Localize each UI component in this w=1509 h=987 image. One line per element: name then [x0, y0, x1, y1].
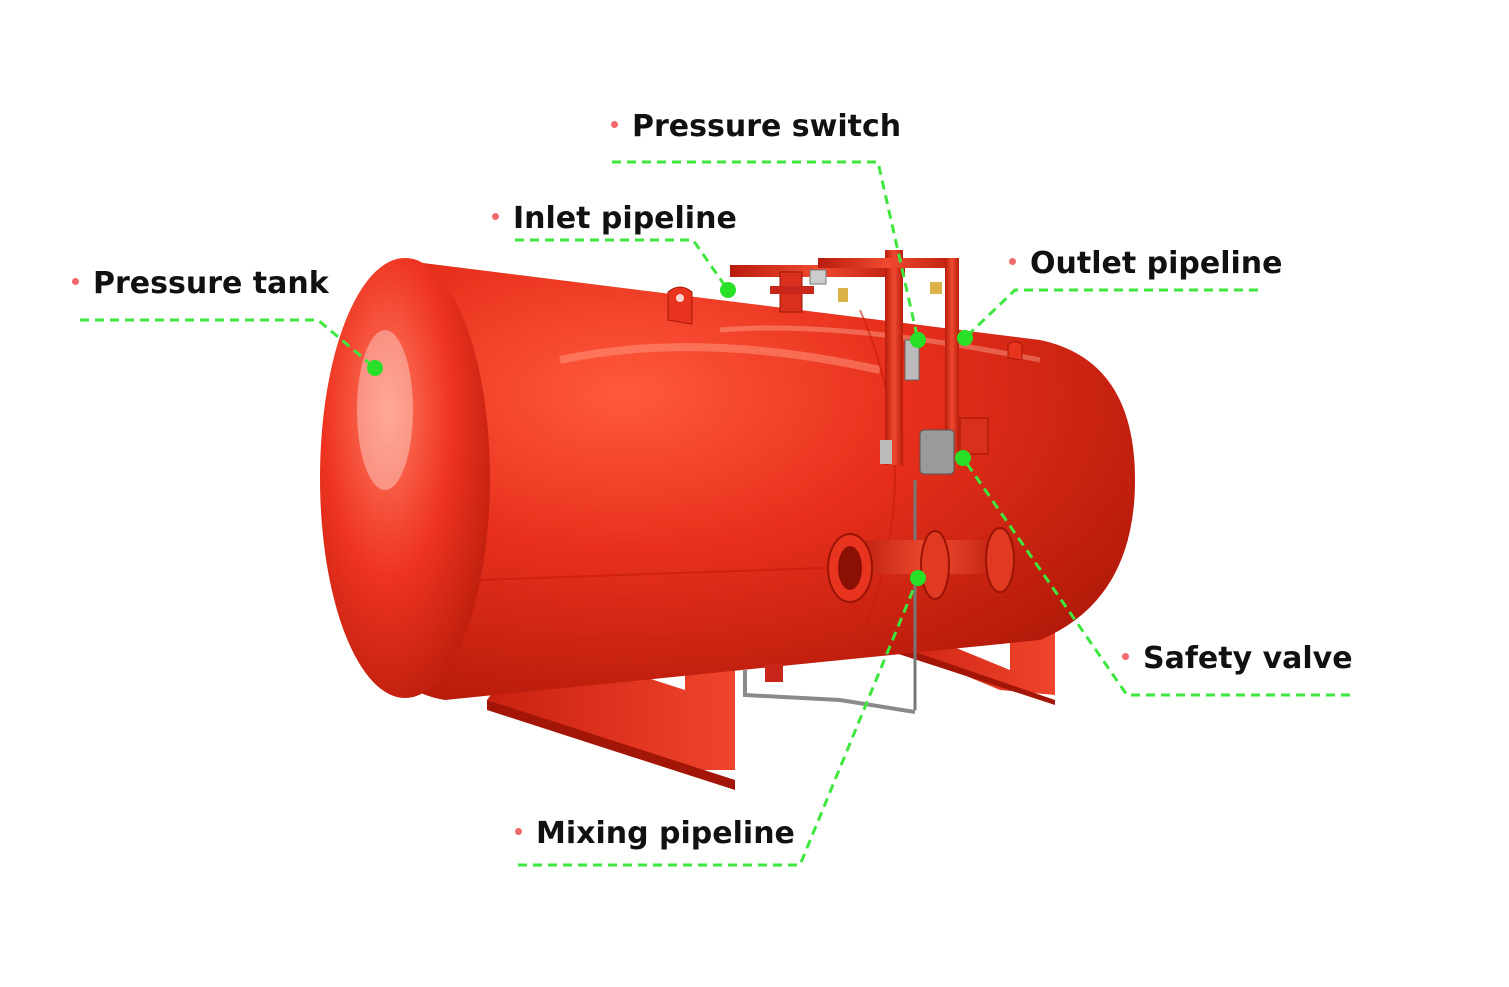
label-mixing-pipeline: Mixing pipeline	[515, 816, 795, 852]
leader-endpoints	[367, 282, 973, 586]
label-safety-valve: Safety valve	[1122, 641, 1353, 677]
bullet-icon	[515, 828, 522, 835]
leader-inlet-pipeline	[515, 238, 730, 291]
pressure-tank-body	[320, 258, 1135, 700]
bullet-icon	[492, 213, 499, 220]
mixing-pipeline	[827, 527, 1015, 603]
bullet-icon	[72, 278, 79, 285]
leader-lines	[80, 160, 1350, 867]
endpoint-inlet-pipeline	[720, 282, 736, 298]
leader-outlet-pipeline	[963, 288, 1258, 340]
label-outlet-pipeline: Outlet pipeline	[1009, 246, 1282, 282]
leader-pressure-tank	[80, 318, 376, 370]
leader-mixing-pipeline	[518, 577, 920, 867]
label-inlet-pipeline: Inlet pipeline	[492, 201, 737, 237]
endpoint-outlet-pipeline	[957, 330, 973, 346]
label-pressure-switch: Pressure switch	[611, 109, 901, 145]
endpoint-pressure-switch	[910, 332, 926, 348]
bullet-icon	[1122, 653, 1129, 660]
lifting-lugs	[667, 286, 1023, 361]
label-pressure-tank: Pressure tank	[72, 266, 329, 302]
inlet-pipework	[730, 250, 959, 465]
bullet-icon	[1009, 258, 1016, 265]
endpoint-pressure-tank	[367, 360, 383, 376]
drain-piping	[743, 664, 916, 714]
endpoint-mixing-pipeline	[910, 570, 926, 586]
bullet-icon	[611, 121, 618, 128]
endpoint-safety-valve	[955, 450, 971, 466]
valve-cluster	[880, 339, 989, 710]
